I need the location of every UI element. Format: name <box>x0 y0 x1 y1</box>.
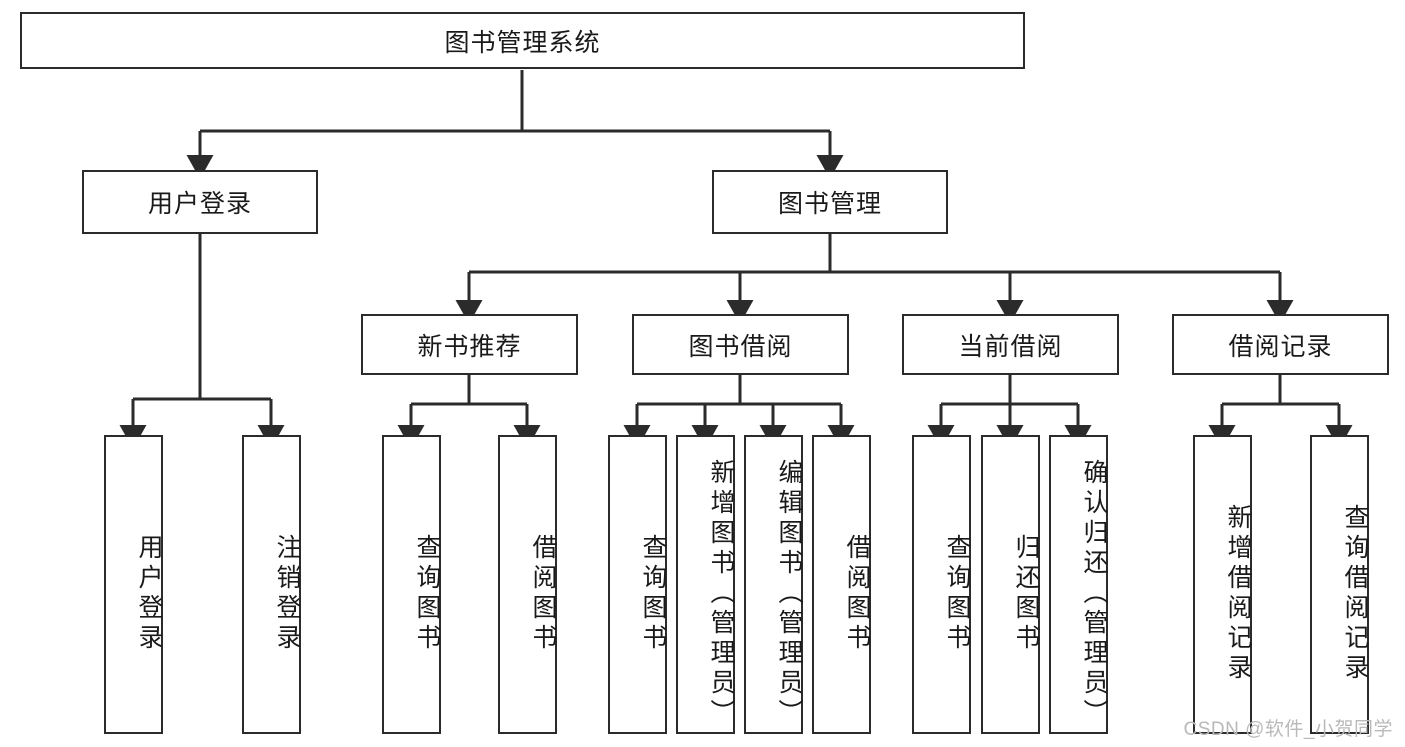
leaf-query-record-label: 查询借阅记录 <box>1341 503 1369 684</box>
leaf-borrow-book-1-label: 借阅图书 <box>529 533 557 654</box>
leaf-logout-label: 注销登录 <box>273 533 301 654</box>
leaf-borrow-book-2-label: 借阅图书 <box>843 533 871 654</box>
leaf-query-record[interactable]: 查询借阅记录 <box>1310 435 1369 734</box>
node-book-manage[interactable]: 图书管理 <box>712 170 948 234</box>
leaf-return-book[interactable]: 归还图书 <box>981 435 1040 734</box>
leaf-query-book-3-label: 查询图书 <box>943 533 971 654</box>
leaf-confirm-return-label: 确认归还（管理员） <box>1080 458 1108 729</box>
leaf-query-book-2-label: 查询图书 <box>639 533 667 654</box>
leaf-add-record[interactable]: 新增借阅记录 <box>1193 435 1252 734</box>
watermark-text: CSDN @软件_小贺同学 <box>1183 719 1393 740</box>
leaf-edit-book[interactable]: 编辑图书（管理员） <box>744 435 803 734</box>
node-new-book-rec-label: 新书推荐 <box>417 332 522 361</box>
node-current-borrow-label: 当前借阅 <box>958 332 1063 361</box>
leaf-user-login-label: 用户登录 <box>135 533 163 654</box>
node-book-manage-label: 图书管理 <box>777 190 882 218</box>
node-root-label: 图书管理系统 <box>444 28 601 57</box>
node-user-login-label: 用户登录 <box>147 190 252 218</box>
node-book-borrow[interactable]: 图书借阅 <box>632 314 849 375</box>
node-current-borrow[interactable]: 当前借阅 <box>902 314 1119 375</box>
leaf-add-book-label: 新增图书（管理员） <box>707 458 735 729</box>
leaf-query-book-1[interactable]: 查询图书 <box>382 435 441 734</box>
leaf-borrow-book-1[interactable]: 借阅图书 <box>498 435 557 734</box>
node-book-borrow-label: 图书借阅 <box>688 332 793 361</box>
leaf-add-book[interactable]: 新增图书（管理员） <box>676 435 735 734</box>
leaf-query-book-1-label: 查询图书 <box>413 533 441 654</box>
leaf-borrow-book-2[interactable]: 借阅图书 <box>812 435 871 734</box>
leaf-edit-book-label: 编辑图书（管理员） <box>775 458 803 729</box>
node-root[interactable]: 图书管理系统 <box>20 12 1025 69</box>
leaf-query-book-3[interactable]: 查询图书 <box>912 435 971 734</box>
leaf-query-book-2[interactable]: 查询图书 <box>608 435 667 734</box>
leaf-confirm-return[interactable]: 确认归还（管理员） <box>1049 435 1108 734</box>
node-user-login[interactable]: 用户登录 <box>82 170 318 234</box>
leaf-user-login[interactable]: 用户登录 <box>104 435 163 734</box>
node-borrow-record-label: 借阅记录 <box>1228 332 1333 361</box>
leaf-logout[interactable]: 注销登录 <box>242 435 301 734</box>
node-new-book-rec[interactable]: 新书推荐 <box>361 314 578 375</box>
leaf-add-record-label: 新增借阅记录 <box>1224 503 1252 684</box>
node-borrow-record[interactable]: 借阅记录 <box>1172 314 1389 375</box>
leaf-return-book-label: 归还图书 <box>1012 533 1040 654</box>
